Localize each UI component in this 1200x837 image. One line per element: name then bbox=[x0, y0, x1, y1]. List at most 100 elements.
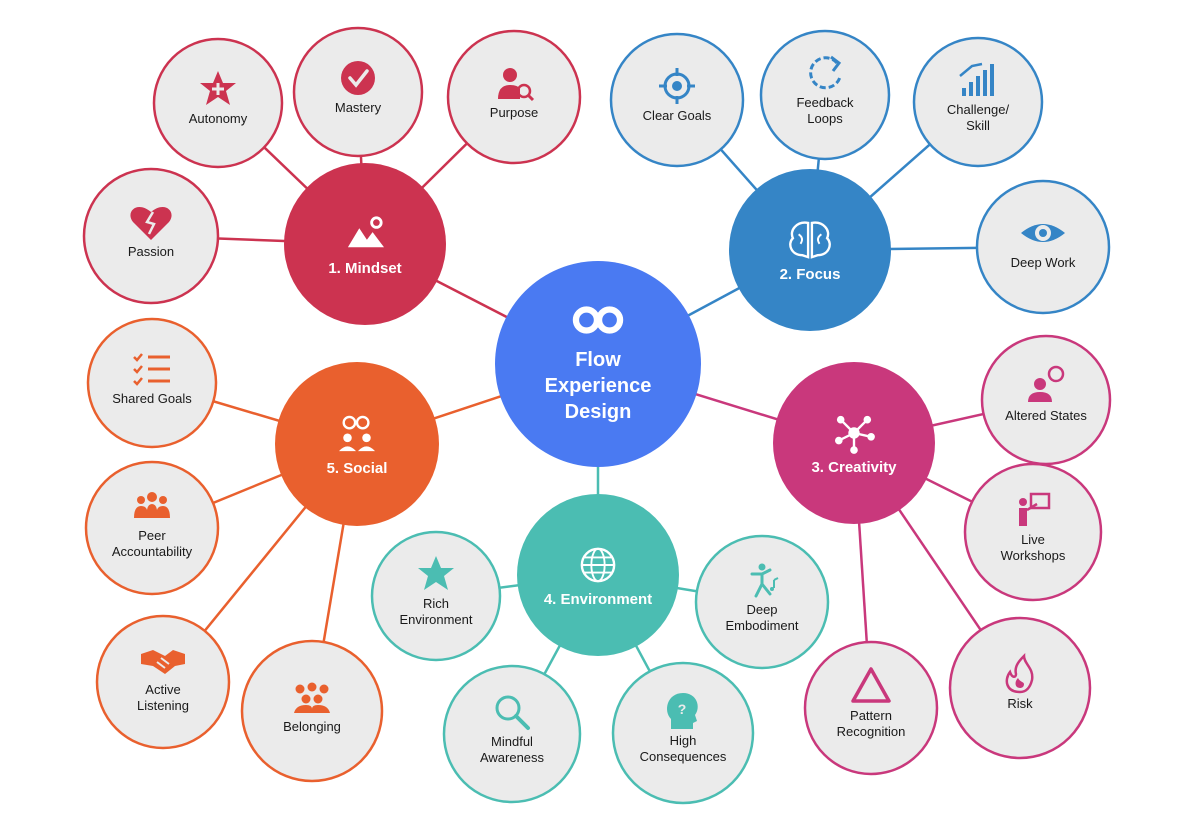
leaf-label: Live bbox=[1021, 532, 1045, 547]
leaf-label: Active bbox=[145, 682, 180, 697]
leaf-circle bbox=[803, 640, 939, 776]
check-circle-icon bbox=[341, 61, 375, 95]
leaf-node: Shared Goals bbox=[86, 317, 218, 449]
handshake-icon bbox=[141, 650, 185, 674]
center-label: Experience bbox=[545, 375, 652, 397]
leaf-circle bbox=[442, 664, 582, 804]
team-icon bbox=[134, 492, 170, 518]
leaf-node: Passion bbox=[82, 167, 220, 305]
leaf-label: Challenge/ bbox=[947, 102, 1010, 117]
leaf-label: Skill bbox=[966, 118, 990, 133]
leaf-circle bbox=[963, 462, 1103, 602]
mountain-gear-icon bbox=[347, 216, 384, 248]
eye-icon bbox=[1021, 224, 1065, 242]
leaf-label: Mastery bbox=[335, 100, 382, 115]
triangle-icon bbox=[851, 667, 891, 703]
leaf-node: Clear Goals bbox=[609, 32, 745, 168]
leaf-circle bbox=[152, 37, 284, 169]
brain-icon bbox=[789, 221, 831, 259]
hub-node-creativity: 3. Creativity bbox=[773, 362, 935, 524]
signal-bars-icon bbox=[959, 62, 994, 96]
refresh-icon bbox=[809, 55, 842, 90]
hub-circle bbox=[517, 494, 679, 656]
leaf-label: Consequences bbox=[640, 749, 727, 764]
question-head-icon: ? bbox=[667, 693, 698, 729]
leaf-label: Environment bbox=[400, 612, 473, 627]
star-icon bbox=[418, 556, 454, 590]
person-search-icon bbox=[498, 68, 535, 102]
leaf-label: Accountability bbox=[112, 544, 193, 559]
checklist-icon bbox=[133, 353, 170, 386]
leaf-circle bbox=[611, 661, 755, 805]
leaf-label: Autonomy bbox=[189, 111, 248, 126]
leaf-node: Purpose bbox=[446, 29, 582, 165]
hub-node-focus: 2. Focus bbox=[729, 169, 891, 331]
hub-circle bbox=[275, 362, 439, 526]
leaf-circle bbox=[759, 29, 891, 161]
person-thought-icon bbox=[1028, 365, 1065, 402]
group-chat-icon bbox=[338, 415, 376, 452]
leaf-node: Risk bbox=[948, 616, 1092, 760]
target-icon bbox=[659, 68, 695, 104]
leaf-label: Risk bbox=[1007, 696, 1033, 711]
leaf-label: Feedback bbox=[796, 95, 854, 110]
leaf-label: High bbox=[670, 733, 697, 748]
hub-label: 4. Environment bbox=[544, 591, 652, 608]
leaf-label: Shared Goals bbox=[112, 391, 192, 406]
leaf-label: Listening bbox=[137, 698, 189, 713]
leaf-circle bbox=[95, 614, 231, 750]
leaf-node: Mastery bbox=[292, 26, 424, 158]
leaf-label: Deep bbox=[746, 602, 777, 617]
leaf-node: Deep Work bbox=[975, 179, 1111, 315]
leaf-label: Passion bbox=[128, 244, 174, 259]
leaf-circle bbox=[86, 317, 218, 449]
leaf-label: Rich bbox=[423, 596, 449, 611]
leaf-label: Deep Work bbox=[1011, 255, 1076, 270]
leaf-node: Autonomy bbox=[152, 37, 284, 169]
leaf-node: Belonging bbox=[240, 639, 384, 783]
leaf-label: Altered States bbox=[1005, 408, 1087, 423]
crowd-icon bbox=[294, 682, 330, 713]
leaf-node: Altered States bbox=[980, 334, 1112, 466]
hub-label: 3. Creativity bbox=[811, 459, 897, 476]
hub-node-environment: 4. Environment bbox=[517, 494, 679, 656]
leaf-label: Pattern bbox=[850, 708, 892, 723]
hub-label: 2. Focus bbox=[780, 266, 841, 283]
center-label: Flow bbox=[575, 349, 621, 371]
infinity-icon bbox=[572, 306, 624, 334]
magnifier-icon bbox=[495, 695, 530, 730]
leaf-circle bbox=[912, 36, 1044, 168]
leaf-circle bbox=[975, 179, 1111, 315]
leaf-label: Embodiment bbox=[726, 618, 799, 633]
flame-icon bbox=[1005, 652, 1034, 694]
svg-text:?: ? bbox=[678, 701, 687, 717]
leaf-label: Recognition bbox=[837, 724, 906, 739]
hub-circle bbox=[729, 169, 891, 331]
hub-node-social: 5. Social bbox=[275, 362, 439, 526]
presenter-icon bbox=[1019, 492, 1051, 526]
dancer-icon bbox=[750, 563, 779, 598]
leaf-label: Peer bbox=[138, 528, 166, 543]
leaf-circle bbox=[84, 460, 220, 596]
network-icon bbox=[835, 415, 875, 454]
leaf-label: Workshops bbox=[1001, 548, 1066, 563]
leaf-label: Mindful bbox=[491, 734, 533, 749]
star-plus-icon bbox=[200, 71, 236, 105]
leaf-label: Loops bbox=[807, 111, 843, 126]
leaf-label: Awareness bbox=[480, 750, 545, 765]
broken-heart-icon bbox=[130, 206, 172, 240]
hub-label: 1. Mindset bbox=[328, 260, 401, 277]
center-label: Design bbox=[565, 401, 632, 423]
